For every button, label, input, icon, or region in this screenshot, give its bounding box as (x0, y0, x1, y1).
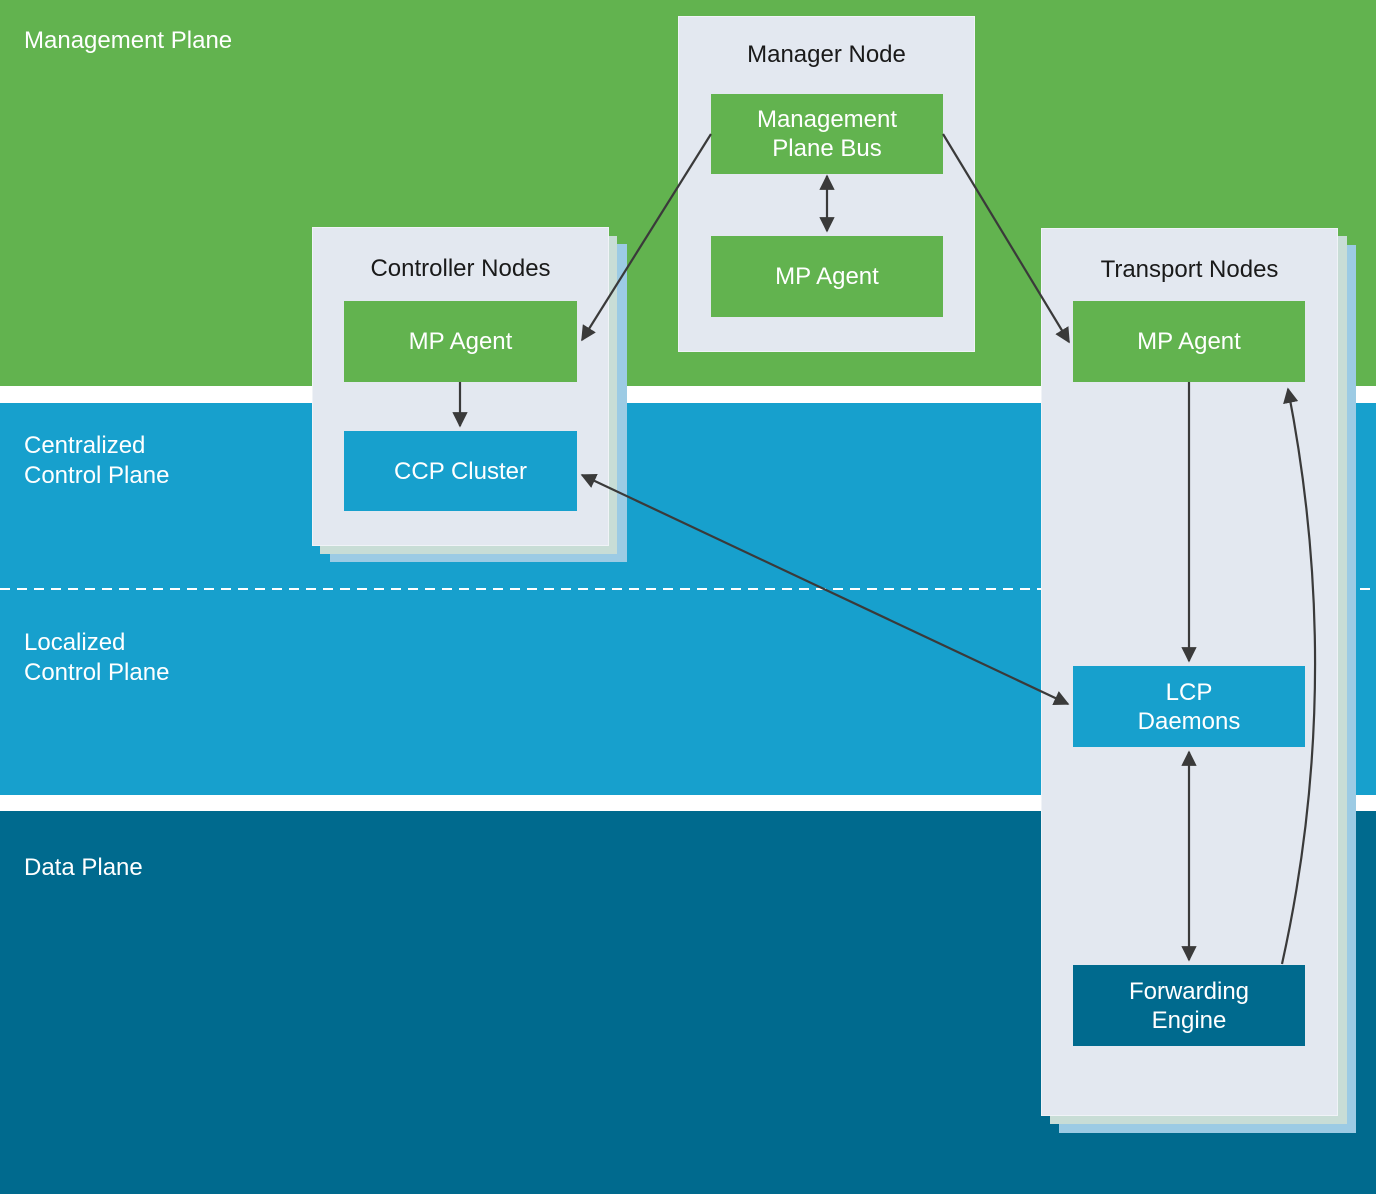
data-plane-label: Data Plane (24, 854, 143, 881)
transport-nodes-title: Transport Nodes (1100, 256, 1279, 283)
transport-mp-agent-box: MP Agent (1073, 301, 1305, 382)
ccp-cluster-box: CCP Cluster (344, 431, 577, 511)
lcp-daemons-box: LCP Daemons (1073, 666, 1305, 747)
controller-nodes-title: Controller Nodes (370, 255, 551, 282)
controller-mp-agent-box: MP Agent (344, 301, 577, 382)
localized-control-plane-label: Localized Control Plane (24, 629, 170, 686)
management-plane-label: Management Plane (24, 27, 233, 54)
manager-node-title: Manager Node (747, 41, 906, 68)
manager-mp-agent-box: MP Agent (711, 236, 943, 317)
forwarding-engine-box: Forwarding Engine (1073, 965, 1305, 1046)
management-plane-bus-box: Management Plane Bus (711, 94, 943, 174)
centralized-control-plane-label: Centralized Control Plane (24, 432, 170, 489)
band-separator (0, 795, 1376, 811)
